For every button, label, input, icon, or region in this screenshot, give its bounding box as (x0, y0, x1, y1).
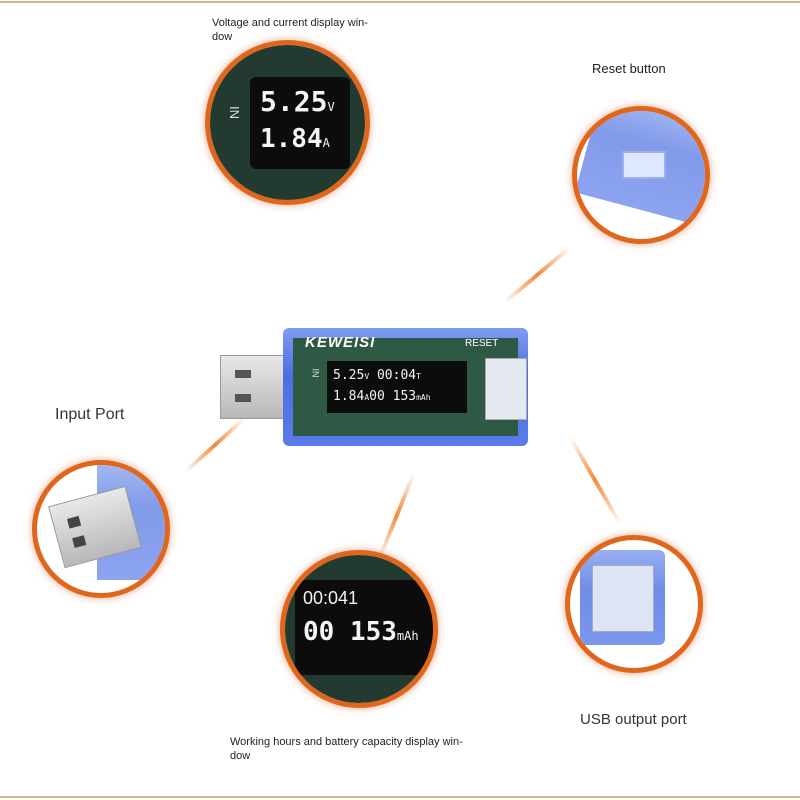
time-readout: 00:041 (303, 588, 359, 608)
voltage-readout: 5.25 (260, 85, 328, 118)
capacity-unit: mAh (396, 629, 419, 643)
connector-bottom (378, 472, 416, 558)
connector-output (568, 436, 622, 525)
device-lcd: 5.25V 00:04T 1.84A00 153mAh (327, 361, 467, 413)
zoom-usb-output (565, 535, 703, 673)
capacity-readout: 00 153 (303, 617, 397, 647)
device-capacity: 00 153 (369, 389, 417, 404)
zoom-lcd-top: 5.25V 1.84A (250, 77, 350, 169)
bottom-divider (0, 796, 800, 798)
device-voltage-unit: V (364, 372, 370, 381)
device-voltage: 5.25 (333, 368, 365, 383)
zoom-reset-button (572, 106, 710, 244)
label-working-hours: Working hours and battery capacity displ… (230, 736, 463, 762)
zoom-lcd-bottom: 00:041 00 153mAh (295, 580, 433, 675)
device-capacity-unit: mAh (416, 393, 431, 402)
label-usb-output: USB output port (580, 711, 687, 728)
usb-socket-icon (592, 565, 654, 632)
connector-reset (503, 245, 572, 304)
device-time: 00:04 (376, 368, 417, 383)
zoom-working-hours: 00:041 00 153mAh (280, 550, 438, 708)
label-voltage-window: Voltage and current display win-dow (212, 17, 368, 43)
usb-output-socket (485, 358, 527, 420)
device-time-unit: T (416, 372, 421, 381)
voltage-unit: V (327, 100, 335, 114)
zoom-voltage-current: IN 5.25V 1.84A (205, 40, 370, 205)
label-input-port: Input Port (55, 406, 125, 423)
reset-button-icon (622, 151, 666, 179)
brand-logo: KEWEISI (305, 334, 376, 351)
in-label: IN (227, 106, 242, 119)
reset-label[interactable]: RESET (465, 338, 499, 349)
device-current-unit: A (364, 393, 370, 402)
label-reset-button: Reset button (592, 61, 666, 76)
current-readout: 1.84 (260, 124, 323, 154)
device-current: 1.84 (333, 389, 365, 404)
zoom-input-port (32, 460, 170, 598)
top-divider (0, 1, 800, 3)
in-label-device: IN (310, 368, 321, 378)
usb-meter-device: KEWEISI RESET IN 5.25V 00:04T 1.84A00 15… (283, 328, 528, 446)
current-unit: A (322, 136, 330, 150)
connector-input (183, 416, 246, 474)
